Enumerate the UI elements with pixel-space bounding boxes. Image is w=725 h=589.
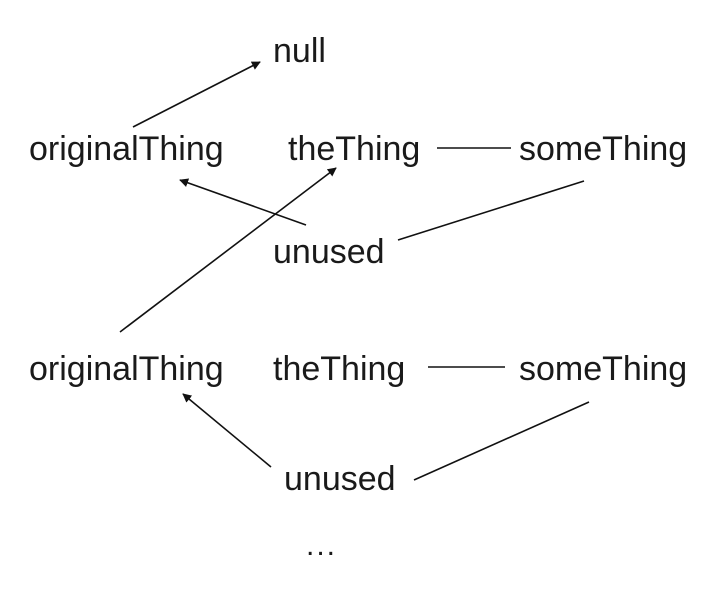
node-some-thing-1: someThing — [519, 130, 687, 168]
node-original-thing-2: originalThing — [29, 350, 224, 388]
edge-unused-1-to-some-thing-1 — [397, 180, 585, 241]
node-the-thing-2: theThing — [273, 350, 405, 388]
edge-unused-2-to-some-thing-2 — [413, 401, 590, 481]
node-unused-2: unused — [284, 460, 396, 498]
nodes: null originalThing theThing someThing un… — [29, 32, 687, 562]
edges — [119, 61, 590, 481]
node-the-thing-1: theThing — [288, 130, 420, 168]
edge-unused-1-to-original-thing-1 — [179, 178, 307, 226]
node-unused-1: unused — [273, 233, 385, 271]
edge-original-thing-2-to-the-thing-1 — [119, 167, 337, 333]
continuation-ellipsis: ... — [306, 529, 337, 562]
node-null: null — [273, 32, 326, 70]
edge-original-thing-1-to-null — [132, 61, 261, 128]
node-original-thing-1: originalThing — [29, 130, 224, 168]
edge-unused-2-to-original-thing-2 — [182, 393, 272, 468]
node-some-thing-2: someThing — [519, 350, 687, 388]
